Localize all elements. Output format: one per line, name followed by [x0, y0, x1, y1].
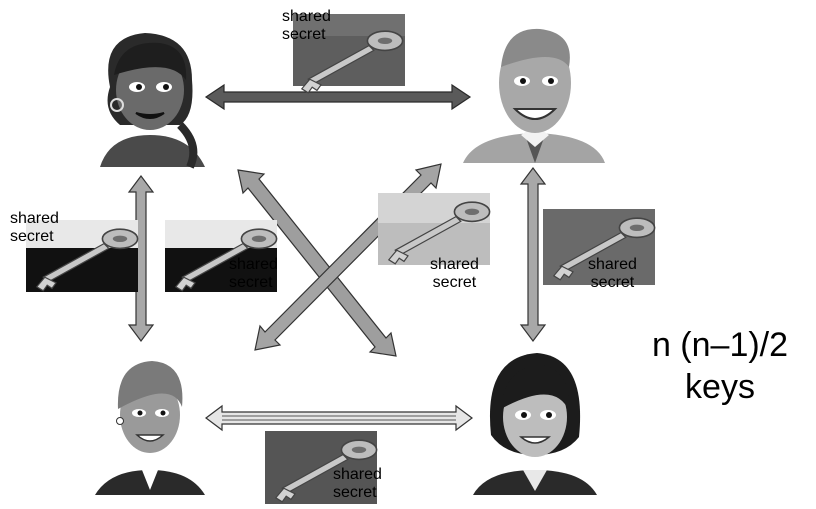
- key-label-line2: secret: [333, 484, 377, 501]
- key-top: [293, 14, 405, 94]
- formula-keys-label: keys: [685, 368, 755, 406]
- key-label-line1: shared: [229, 256, 278, 273]
- key-label-line1: shared: [333, 466, 382, 483]
- key-label-left-a: shared secret: [10, 210, 59, 246]
- key-label-line1: shared: [588, 256, 637, 273]
- arrow-top: [204, 83, 472, 111]
- arrow-right: [519, 167, 547, 342]
- key-left-a: [26, 220, 139, 292]
- key-label-line2: secret: [282, 26, 326, 43]
- arrow-bottom: [205, 404, 473, 432]
- key-label-line2: secret: [10, 228, 54, 245]
- key-right: [543, 209, 656, 285]
- key-left-b: [165, 220, 278, 292]
- key-label-line1: shared: [430, 256, 479, 273]
- person-top-right: [463, 28, 605, 163]
- arrow-diagonal-down: [237, 169, 397, 357]
- person-bottom-left: [95, 361, 205, 495]
- key-label-center: shared secret: [430, 256, 479, 292]
- arrow-left: [127, 175, 155, 342]
- person-bottom-right: [473, 353, 597, 495]
- key-label-line1: shared: [10, 210, 59, 227]
- key-bottom: [265, 431, 378, 504]
- person-top-left: [100, 33, 205, 169]
- key-label-right: shared secret: [588, 256, 637, 292]
- formula-expression: n (n–1)/2: [651, 326, 789, 364]
- key-label-line2: secret: [590, 274, 635, 291]
- key-label-bottom: shared secret: [333, 466, 382, 502]
- key-label-left-b: shared secret: [229, 256, 278, 292]
- key-label-top: shared secret: [282, 8, 331, 44]
- key-label-line1: shared: [282, 8, 331, 25]
- key-label-line2: secret: [432, 274, 477, 291]
- key-label-line2: secret: [229, 274, 273, 291]
- key-center: [378, 193, 491, 265]
- key-count-formula: n (n–1)/2 keys: [610, 324, 816, 408]
